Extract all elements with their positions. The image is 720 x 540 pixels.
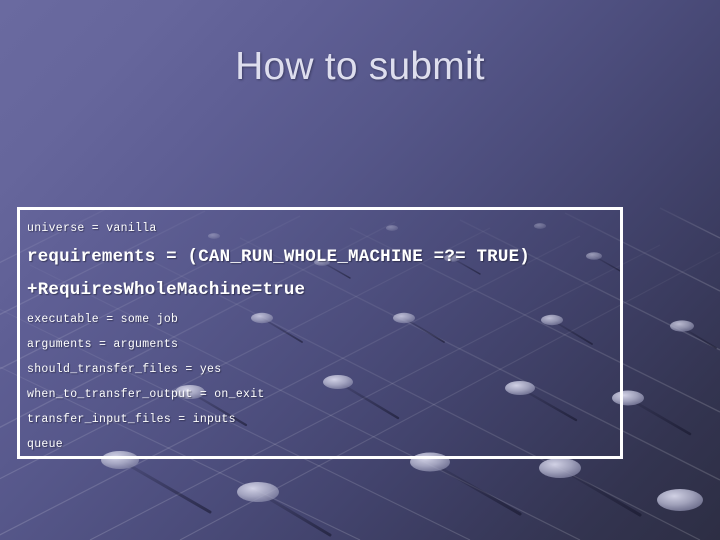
code-line: transfer_input_files = inputs (27, 413, 236, 426)
code-line: queue (27, 438, 64, 451)
code-line: universe = vanilla (27, 222, 157, 235)
code-line: should_transfer_files = yes (27, 363, 222, 376)
code-line: executable = some job (27, 313, 179, 326)
code-line: arguments = arguments (27, 338, 179, 351)
code-line: +RequiresWholeMachine=true (27, 280, 306, 300)
code-line: requirements = (CAN_RUN_WHOLE_MACHINE =?… (27, 247, 530, 267)
submit-file-code-box: universe = vanilla requirements = (CAN_R… (17, 207, 623, 459)
slide-title: How to submit (235, 45, 485, 88)
code-line: when_to_transfer_output = on_exit (27, 388, 265, 401)
